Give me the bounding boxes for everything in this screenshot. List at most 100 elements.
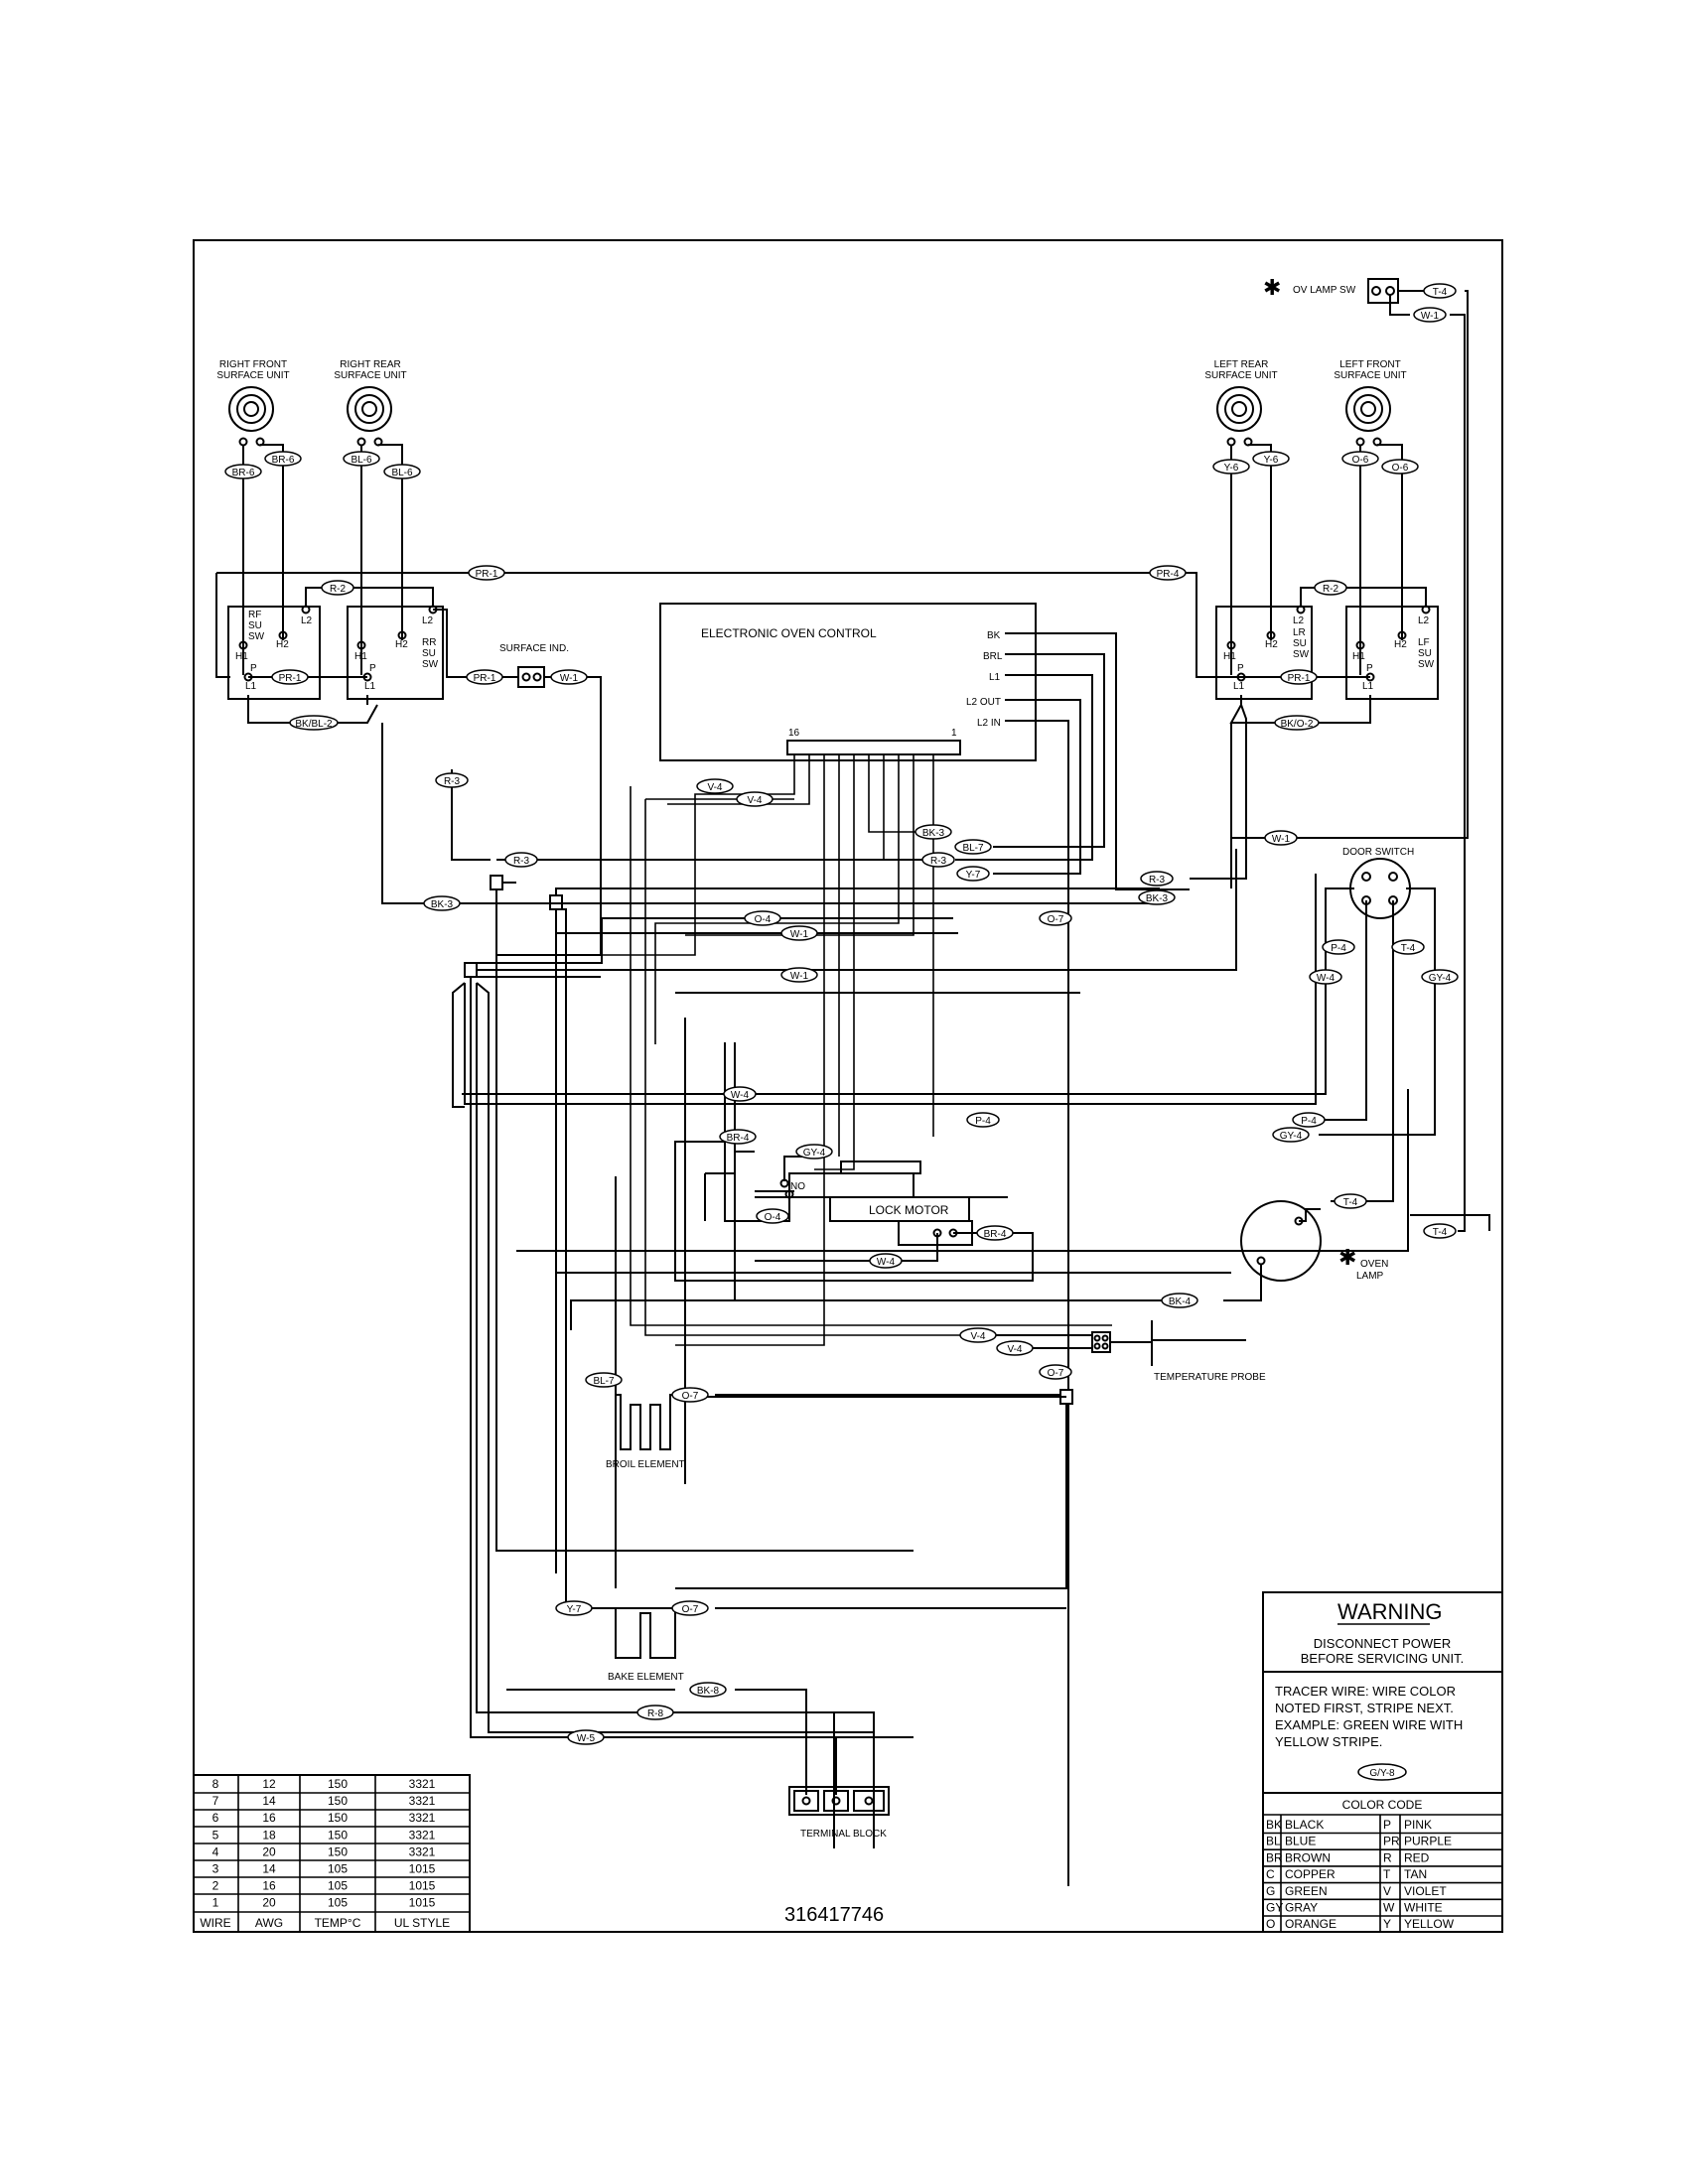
svg-text:L1: L1 bbox=[989, 672, 1001, 683]
svg-text:V-4: V-4 bbox=[747, 795, 762, 806]
svg-text:BK/BL-2: BK/BL-2 bbox=[295, 719, 333, 730]
terminal-block: TERMINAL BLOCK bbox=[788, 1786, 890, 1840]
svg-text:O-6: O-6 bbox=[1392, 463, 1409, 474]
warning-panel: WARNING DISCONNECT POWER BEFORE SERVICIN… bbox=[1262, 1591, 1503, 1933]
svg-text:LAMP: LAMP bbox=[1356, 1271, 1384, 1282]
svg-text:BK-4: BK-4 bbox=[1169, 1297, 1192, 1307]
color-code-cell: Y bbox=[1383, 1917, 1391, 1931]
svg-text:T-4: T-4 bbox=[1343, 1197, 1358, 1208]
wire-table-cell: 150 bbox=[328, 1811, 348, 1825]
color-code-cell: T bbox=[1383, 1867, 1391, 1881]
svg-text:W-4: W-4 bbox=[1317, 973, 1336, 984]
wire-table-cell: 4 bbox=[212, 1844, 219, 1858]
svg-text:Y-6: Y-6 bbox=[1264, 455, 1279, 466]
svg-text:H1: H1 bbox=[1352, 651, 1365, 662]
svg-text:W-1: W-1 bbox=[1272, 834, 1291, 845]
svg-text:NOTED FIRST, STRIPE NEXT.: NOTED FIRST, STRIPE NEXT. bbox=[1275, 1701, 1454, 1715]
svg-text:P: P bbox=[1237, 663, 1244, 674]
color-code-cell: WHITE bbox=[1404, 1901, 1443, 1915]
svg-text:H1: H1 bbox=[1223, 651, 1236, 662]
svg-text:L2: L2 bbox=[1418, 615, 1430, 626]
svg-text:LR: LR bbox=[1293, 627, 1306, 638]
svg-text:SW: SW bbox=[248, 631, 265, 642]
wire-table-cell: 14 bbox=[262, 1862, 276, 1876]
svg-text:BK: BK bbox=[987, 630, 1001, 641]
svg-text:P: P bbox=[1366, 663, 1373, 674]
color-code-cell: ORANGE bbox=[1285, 1917, 1336, 1931]
svg-text:TEMPERATURE PROBE: TEMPERATURE PROBE bbox=[1154, 1372, 1266, 1383]
svg-text:R-3: R-3 bbox=[930, 856, 947, 867]
svg-text:LOCK MOTOR: LOCK MOTOR bbox=[869, 1203, 949, 1217]
svg-text:LEFT REAR: LEFT REAR bbox=[1214, 359, 1269, 370]
svg-text:BEFORE SERVICING UNIT.: BEFORE SERVICING UNIT. bbox=[1301, 1651, 1464, 1666]
svg-text:PR-1: PR-1 bbox=[474, 673, 496, 684]
svg-text:O-7: O-7 bbox=[682, 1604, 699, 1615]
svg-text:W-1: W-1 bbox=[1421, 311, 1440, 322]
wire-table-cell: 2 bbox=[212, 1879, 219, 1893]
wire-table-cell: 3321 bbox=[409, 1777, 436, 1791]
svg-text:W-5: W-5 bbox=[577, 1733, 596, 1744]
svg-text:EXAMPLE: GREEN WIRE WITH: EXAMPLE: GREEN WIRE WITH bbox=[1275, 1717, 1463, 1732]
color-code-cell: P bbox=[1383, 1818, 1391, 1832]
svg-text:T-4: T-4 bbox=[1433, 1227, 1448, 1238]
svg-text:YELLOW STRIPE.: YELLOW STRIPE. bbox=[1275, 1734, 1382, 1749]
ov-lamp-switch: ✱ OV LAMP SW bbox=[1263, 275, 1399, 304]
wire-table-cell: 18 bbox=[262, 1828, 276, 1842]
rr-switch: L2 RR SU SW H1 H2 P L1 bbox=[347, 605, 444, 700]
svg-text:SU: SU bbox=[1293, 638, 1307, 649]
svg-text:GY-4: GY-4 bbox=[1280, 1131, 1303, 1142]
asterisk-icon: ✱ bbox=[1338, 1245, 1356, 1270]
ov-lamp-sw-label: OV LAMP SW bbox=[1293, 285, 1356, 296]
color-code-cell: PINK bbox=[1404, 1818, 1432, 1832]
svg-text:BROIL ELEMENT: BROIL ELEMENT bbox=[606, 1459, 685, 1470]
svg-text:TERMINAL BLOCK: TERMINAL BLOCK bbox=[800, 1829, 887, 1840]
svg-text:L2: L2 bbox=[301, 615, 313, 626]
svg-text:BAKE ELEMENT: BAKE ELEMENT bbox=[608, 1672, 684, 1683]
svg-text:SURFACE IND.: SURFACE IND. bbox=[499, 643, 569, 654]
svg-text:SU: SU bbox=[1418, 648, 1432, 659]
svg-text:P-4: P-4 bbox=[975, 1116, 991, 1127]
svg-text:T-4: T-4 bbox=[1401, 943, 1416, 954]
wire-table-cell: 1 bbox=[212, 1896, 219, 1910]
wire-table-cell: 16 bbox=[262, 1879, 276, 1893]
svg-text:L1: L1 bbox=[364, 681, 376, 692]
wire-table-header: AWG bbox=[255, 1916, 283, 1930]
rf-switch: RF SU SW L2 H1 H2 P L1 bbox=[227, 605, 321, 700]
color-code-cell: BLUE bbox=[1285, 1835, 1316, 1848]
svg-text:BK-3: BK-3 bbox=[922, 828, 945, 839]
right-rear-surface-unit: RIGHT REAR SURFACE UNIT bbox=[334, 359, 407, 447]
wire-table-cell: 1015 bbox=[409, 1879, 436, 1893]
color-code-cell: COPPER bbox=[1285, 1867, 1336, 1881]
svg-text:P-4: P-4 bbox=[1331, 943, 1346, 954]
wire-table-cell: 105 bbox=[328, 1879, 348, 1893]
svg-text:SURFACE UNIT: SURFACE UNIT bbox=[1204, 370, 1277, 381]
svg-text:SURFACE UNIT: SURFACE UNIT bbox=[1334, 370, 1406, 381]
color-code-cell: BR bbox=[1266, 1850, 1283, 1864]
color-code-cell: R bbox=[1383, 1850, 1392, 1864]
svg-text:R-2: R-2 bbox=[1323, 584, 1339, 595]
svg-text:BR-4: BR-4 bbox=[727, 1133, 750, 1144]
svg-text:SU: SU bbox=[422, 648, 436, 659]
color-code-cell: VIOLET bbox=[1404, 1884, 1447, 1898]
junction-1 bbox=[490, 875, 503, 890]
wire-table-cell: 150 bbox=[328, 1828, 348, 1842]
svg-text:R-3: R-3 bbox=[513, 856, 530, 867]
wire-table-header: UL STYLE bbox=[394, 1916, 450, 1930]
svg-text:BR-6: BR-6 bbox=[272, 455, 295, 466]
color-code-cell: V bbox=[1383, 1884, 1391, 1898]
svg-text:Y-6: Y-6 bbox=[1224, 463, 1239, 474]
svg-text:H1: H1 bbox=[235, 651, 248, 662]
color-code-cell: G bbox=[1266, 1884, 1275, 1898]
svg-text:RF: RF bbox=[248, 610, 261, 620]
color-code-cell: YELLOW bbox=[1404, 1917, 1455, 1931]
svg-text:BR-6: BR-6 bbox=[232, 468, 255, 478]
svg-text:1: 1 bbox=[951, 728, 957, 739]
svg-text:BK/O-2: BK/O-2 bbox=[1281, 719, 1314, 730]
left-rear-surface-unit: LEFT REAR SURFACE UNIT bbox=[1204, 359, 1278, 447]
wire-table-cell: 1015 bbox=[409, 1896, 436, 1910]
svg-text:PR-4: PR-4 bbox=[1157, 569, 1180, 580]
svg-text:SU: SU bbox=[248, 620, 262, 631]
svg-text:PR-1: PR-1 bbox=[279, 673, 302, 684]
